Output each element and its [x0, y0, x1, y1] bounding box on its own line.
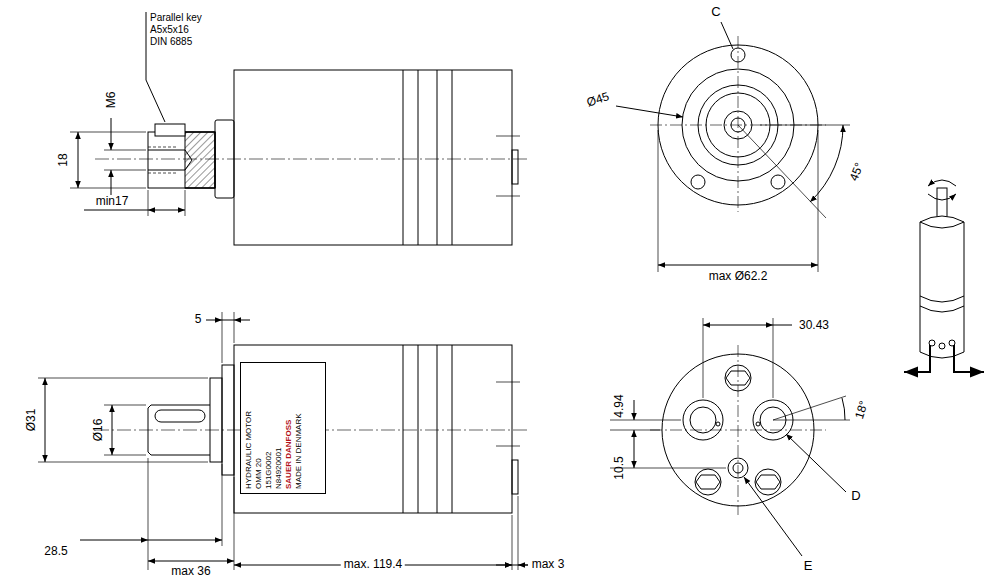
- plate-text: 151G0002: [264, 367, 274, 489]
- name-plate: HYDRAULIC MOTOROMM 20151G0002N84920001SA…: [240, 362, 326, 494]
- plate-text: N84920001: [274, 367, 284, 489]
- thread-size: M6: [105, 92, 118, 109]
- dimension-value: 4.94: [613, 394, 626, 417]
- dimension-value: Ø16: [92, 419, 105, 442]
- note-text: Parallel key: [150, 12, 202, 23]
- note-text: A5x5x16: [150, 24, 189, 35]
- dimension-value: max. 119.4: [341, 558, 405, 571]
- callout-letter: D: [851, 489, 860, 503]
- dimension-value: 5: [195, 313, 202, 326]
- dimension-value: Ø45: [585, 90, 611, 110]
- note-text: DIN 6885: [150, 36, 192, 47]
- dimension-value: max Ø62.2: [709, 270, 768, 283]
- plate-text: HYDRAULIC MOTOR: [244, 367, 254, 489]
- dimension-value: Ø31: [25, 409, 38, 432]
- dimension-value: 30.43: [799, 319, 829, 332]
- dimension-value: 28.5: [44, 545, 67, 558]
- plate-text: OMM 20: [254, 367, 264, 489]
- angle-value: 45°: [847, 161, 866, 183]
- dimension-value: 10.5: [613, 456, 626, 479]
- callout-letter: E: [804, 559, 813, 573]
- maker-logo: SAUER DANFOSS: [284, 367, 294, 489]
- angle-value: 18°: [853, 399, 871, 420]
- callout-letter: C: [711, 5, 720, 19]
- plate-text: MADE IN DENMARK: [294, 367, 304, 489]
- dimension-value: max 3: [532, 558, 565, 571]
- dimension-value: max 36: [171, 565, 210, 578]
- dimension-value: 18: [57, 153, 70, 166]
- dimension-value: min17: [96, 195, 129, 208]
